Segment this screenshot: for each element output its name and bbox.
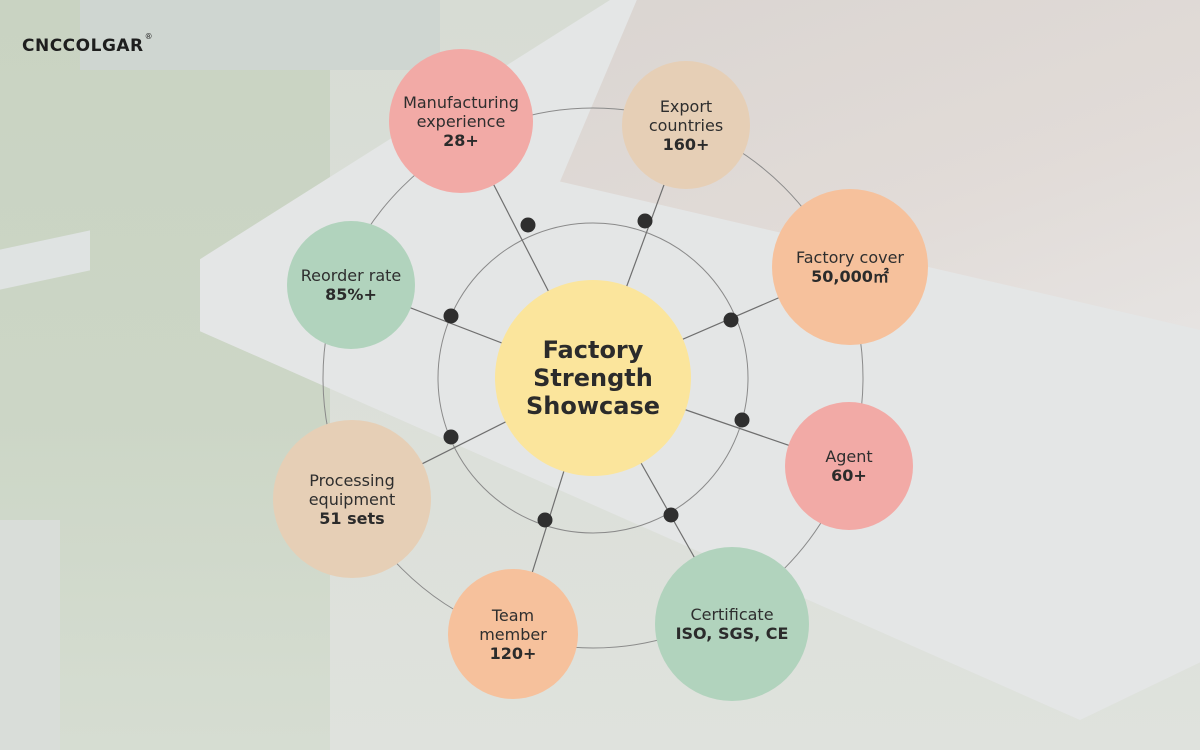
node-label: Factory cover [795, 248, 904, 267]
joint-dot [537, 512, 553, 528]
node-export-countries: Export countries 160+ [622, 61, 750, 189]
node-value: 60+ [831, 466, 867, 485]
node-value: 51 sets [319, 508, 385, 528]
node-value: 120+ [489, 643, 537, 663]
node-value: 50,000㎡ [811, 267, 889, 286]
joint-dot [443, 308, 459, 324]
brand-logo: CNCCOLGAR® [22, 32, 153, 56]
node-label: Export countries [648, 96, 724, 135]
node-certificate: Certificate ISO, SGS, CE [655, 547, 809, 701]
node-agent: Agent 60+ [785, 402, 913, 530]
node-label: Processing equipment [308, 470, 396, 509]
outer-ring [322, 107, 864, 649]
node-value: 28+ [443, 130, 479, 150]
joint-dot [443, 429, 459, 445]
joint-dot [663, 507, 679, 523]
node-value: 160+ [662, 134, 710, 154]
node-team-member: Team member 120+ [448, 569, 578, 699]
registered-mark: ® [144, 32, 154, 41]
node-label: Manufacturing experience [403, 92, 519, 131]
node-value: 85%+ [325, 285, 377, 304]
center-title-circle: Factory Strength Showcase [495, 280, 691, 476]
brand-logo-text: CNCCOLGAR [22, 36, 144, 56]
joint-dot [520, 217, 536, 233]
node-label: Reorder rate [300, 266, 402, 285]
joint-dot [637, 213, 653, 229]
inner-ring [437, 222, 749, 534]
node-label: Certificate [690, 605, 774, 624]
node-value: ISO, SGS, CE [675, 624, 789, 643]
joint-dot [723, 312, 739, 328]
node-label: Agent [825, 447, 873, 466]
node-processing-equipment: Processing equipment 51 sets [273, 420, 431, 578]
center-title: Factory Strength Showcase [525, 336, 660, 420]
node-manufacturing-experience: Manufacturing experience 28+ [389, 49, 533, 193]
joint-dot [734, 412, 750, 428]
node-factory-cover: Factory cover 50,000㎡ [772, 189, 928, 345]
node-label: Team member [479, 605, 547, 644]
node-reorder-rate: Reorder rate 85%+ [287, 221, 415, 349]
